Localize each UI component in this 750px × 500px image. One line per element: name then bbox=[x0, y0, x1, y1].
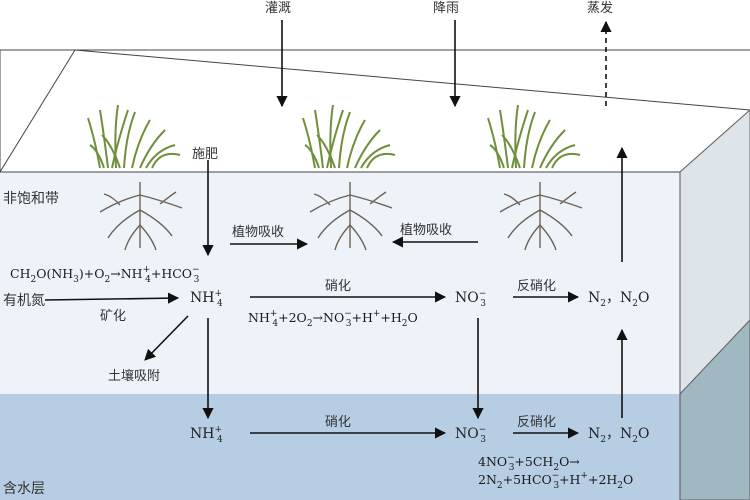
plant-uptake-left-label: 植物吸收 bbox=[232, 225, 284, 240]
no3-lower: NO−3 bbox=[455, 425, 486, 445]
nitrification-upper-label: 硝化 bbox=[325, 279, 351, 294]
grass-right bbox=[487, 104, 581, 169]
denitrification-lower-label: 反硝化 bbox=[517, 415, 556, 430]
denitrification-upper-label: 反硝化 bbox=[517, 279, 556, 294]
mineralization-label: 矿化 bbox=[100, 309, 126, 324]
no3-upper: NO−3 bbox=[455, 289, 486, 309]
nitrification-lower-label: 硝化 bbox=[325, 415, 351, 430]
grass-left bbox=[87, 104, 181, 169]
rain-label: 降雨 bbox=[433, 1, 459, 16]
soil-adsorption-label: 土壤吸附 bbox=[108, 368, 160, 384]
organic-n-label: 有机氮 bbox=[3, 293, 45, 309]
soil-adsorption-arrow bbox=[144, 315, 189, 361]
mineralization-arrow bbox=[44, 292, 180, 304]
unsaturated-zone-label: 非饱和带 bbox=[3, 191, 59, 207]
irrigation-label: 灌溉 bbox=[265, 1, 291, 16]
grass-center bbox=[302, 104, 396, 169]
evaporation-label: 蒸发 bbox=[587, 0, 613, 16]
roots-center bbox=[309, 182, 393, 251]
urea-hydrolysis-equation: CH2O(NH3)+O2→NH+4+HCO−3 bbox=[10, 265, 200, 285]
block-top-face bbox=[0, 49, 750, 173]
denitrification-equation-line2: 2N2+5HCO−3+H++2H2O bbox=[478, 471, 633, 491]
aquifer-zone bbox=[0, 394, 680, 500]
roots-left bbox=[99, 182, 183, 251]
aquifer-label: 含水层 bbox=[3, 481, 45, 497]
fertilize-label: 施肥 bbox=[192, 147, 218, 162]
plant-uptake-right-label: 植物吸收 bbox=[400, 223, 452, 238]
roots-right bbox=[499, 182, 583, 251]
unsaturated-zone bbox=[0, 172, 680, 394]
